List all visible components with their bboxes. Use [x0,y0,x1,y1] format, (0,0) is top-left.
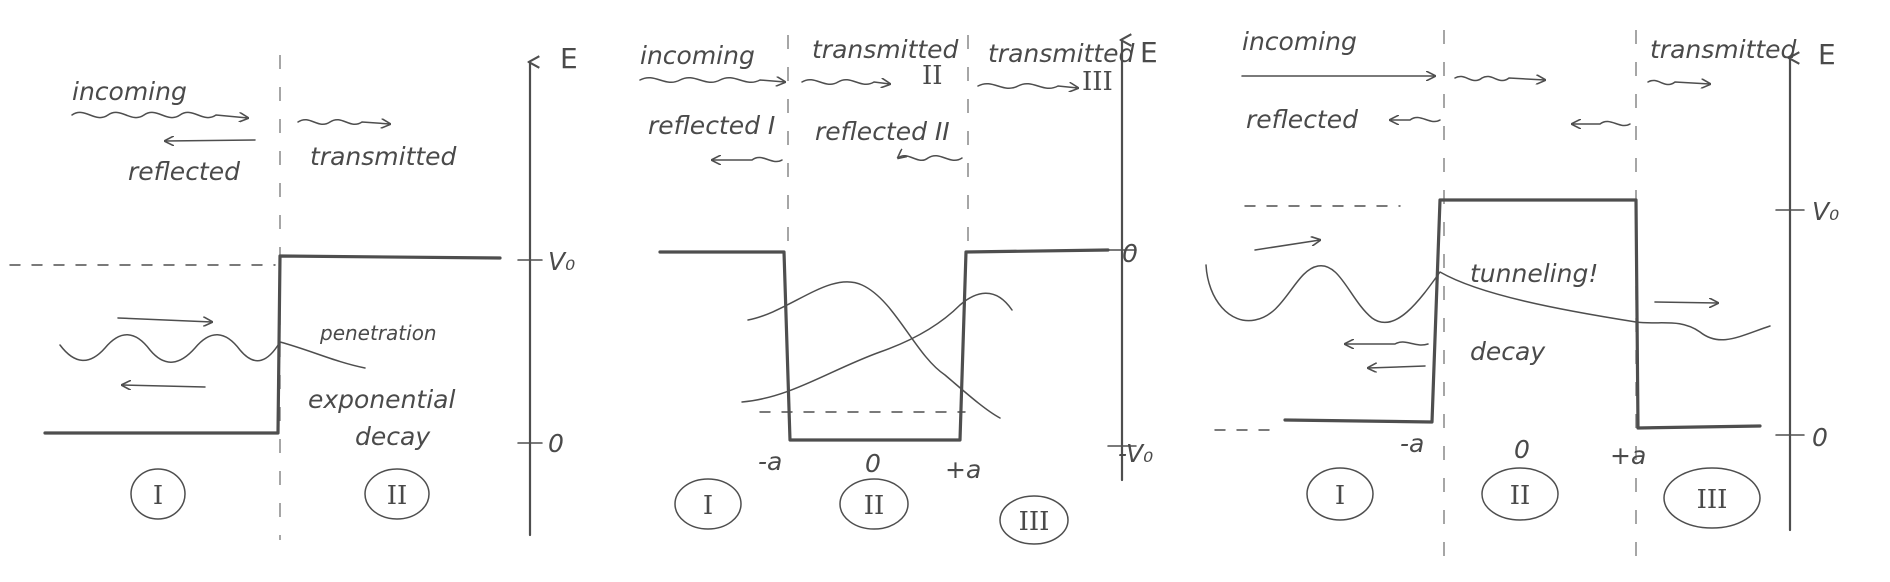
transmitted-label: transmitted [310,142,457,171]
penetration-label: penetration [319,321,437,345]
region-circle-1 [1306,467,1374,521]
region-label-1: I [153,481,163,511]
transmitted-iii-mark: III [1082,67,1113,97]
incident-arrow [1254,240,1320,251]
reflected-i-arrow [712,157,783,161]
reflected-wave-arrow [165,140,256,141]
exponential-label: exponential [308,385,455,414]
transmitted-arrow [1654,302,1718,303]
reflected-arrow-faint [1368,366,1426,368]
minus-a-label: -a [758,447,782,476]
zero-label: 0 [548,429,564,458]
wavefunction-ground [747,281,1001,419]
panel-potential-step: E V₀ 0 incoming reflected transmitted pe… [9,42,578,540]
region-label-3: III [1019,507,1050,537]
panel-tunneling-barrier: E V₀ 0 incoming transmitted reflected tu… [1205,27,1839,560]
region-circle-2 [839,478,909,530]
reflected-ii-arrow [898,156,963,161]
transmitted-wave-arrow [297,120,390,125]
wavefunction [1205,264,1771,341]
transmitted-iii-arrow [977,84,1078,89]
region-label-1: I [1335,481,1345,511]
incoming-label: incoming [72,77,187,106]
incoming-label: incoming [640,41,755,70]
transmitted-ii-arrow [801,80,890,85]
energy-axis-label: E [1140,36,1158,69]
reflected-arrow [122,385,206,387]
region-circle-2 [364,468,430,520]
reflected-label: reflected [128,157,240,186]
region-circle-3 [999,495,1069,545]
region-label-2: II [387,481,408,511]
tunneling-label: tunneling! [1470,259,1598,288]
barrier-interior-arrow [1454,76,1545,80]
zero-label: 0 [1812,423,1828,452]
transmitted-top-arrow [1647,80,1710,84]
plus-a-label: +a [1610,441,1646,470]
reflected-ii-label: reflected II [815,117,950,146]
region-label-2: II [1510,481,1531,511]
region-circle-2 [1481,467,1559,521]
region-circle-1 [674,478,742,530]
region-label-3: III [1697,485,1728,515]
region-label-2: II [864,491,885,521]
neg-v0-label: -V₀ [1118,439,1153,468]
region-label-1: I [703,491,713,521]
transmitted-ii-mark: II [922,61,943,91]
region-circle-1 [130,468,186,520]
incoming-label: incoming [1242,27,1357,56]
incident-arrow [117,318,212,322]
zero-label: 0 [1122,239,1138,268]
wavefunction [59,334,366,369]
decay-label: decay [1470,337,1546,366]
incoming-wave-arrow [639,78,785,83]
barrier-potential [1283,198,1762,430]
minus-a-label: -a [1400,429,1424,458]
reflected-label: reflected [1246,105,1358,134]
panel-finite-well: E 0 -V₀ incoming transmitted II transmit… [639,35,1158,545]
energy-axis-label: E [1818,38,1836,71]
origin-label: 0 [1514,435,1530,464]
wavefunction-excited [741,292,1013,403]
transmitted-iii-label: transmitted [988,39,1135,68]
reflected-i-label: reflected I [648,111,775,140]
v0-label: V₀ [548,247,575,276]
transmitted-label: transmitted [1650,35,1797,64]
reflected-top-arrow [1390,117,1441,121]
region-circle-3 [1663,467,1761,529]
origin-label: 0 [865,449,881,478]
transmitted-ii-label: transmitted [812,35,959,64]
well-potential [658,248,1110,442]
incoming-wave-arrow [71,111,248,118]
v0-label: V₀ [1812,197,1839,226]
barrier-reflected-arrow [1572,121,1631,125]
decay-label: decay [355,422,431,451]
plus-a-label: +a [945,455,981,484]
reflected-arrow [1345,342,1429,345]
energy-axis-label: E [560,42,578,75]
